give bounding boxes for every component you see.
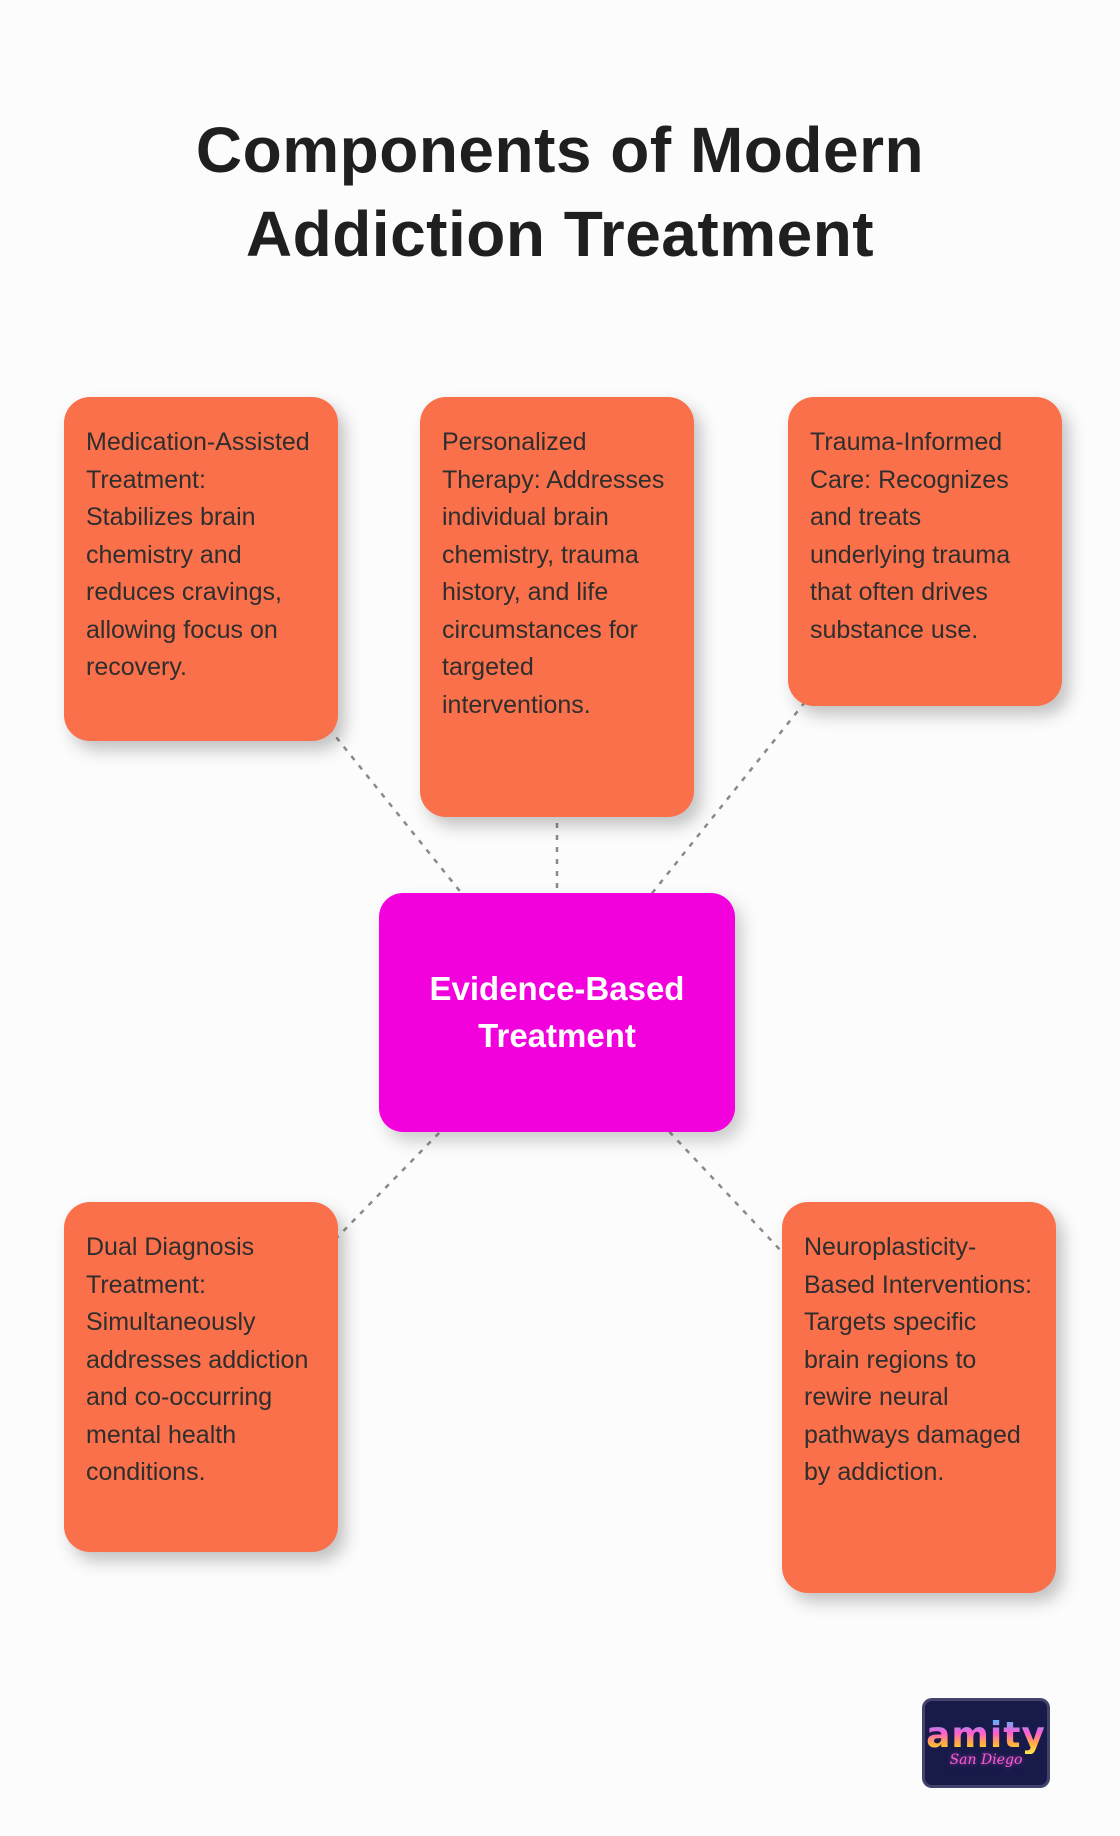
node-text: Trauma-Informed Care: Recognizes and tre… — [810, 428, 1011, 644]
center-node-label: Evidence-Based Treatment — [429, 970, 685, 1054]
center-node-evidence-based-treatment: Evidence-Based Treatment — [379, 893, 735, 1132]
node-trauma-informed-care: Trauma-Informed Care: Recognizes and tre… — [788, 397, 1062, 706]
node-dual-diagnosis-treatment: Dual Diagnosis Treatment: Simultaneously… — [64, 1202, 338, 1552]
amity-logo-subtext: San Diego — [949, 1752, 1023, 1768]
amity-logo-brand-text: amity — [926, 1715, 1046, 1756]
amity-logo: amity San Diego — [922, 1698, 1050, 1788]
node-medication-assisted-treatment: Medication-Assisted Treatment: Stabilize… — [64, 397, 338, 741]
node-text: Dual Diagnosis Treatment: Simultaneously… — [86, 1233, 309, 1486]
node-text: Neuroplasticity-Based Interventions: Tar… — [804, 1233, 1032, 1486]
node-text: Medication-Assisted Treatment: Stabilize… — [86, 428, 310, 681]
node-personalized-therapy: Personalized Therapy: Addresses individu… — [420, 397, 694, 817]
node-neuroplasticity-based-interventions: Neuroplasticity-Based Interventions: Tar… — [782, 1202, 1056, 1593]
page-title: Components of Modern Addiction Treatment — [195, 114, 925, 271]
node-text: Personalized Therapy: Addresses individu… — [442, 428, 665, 719]
